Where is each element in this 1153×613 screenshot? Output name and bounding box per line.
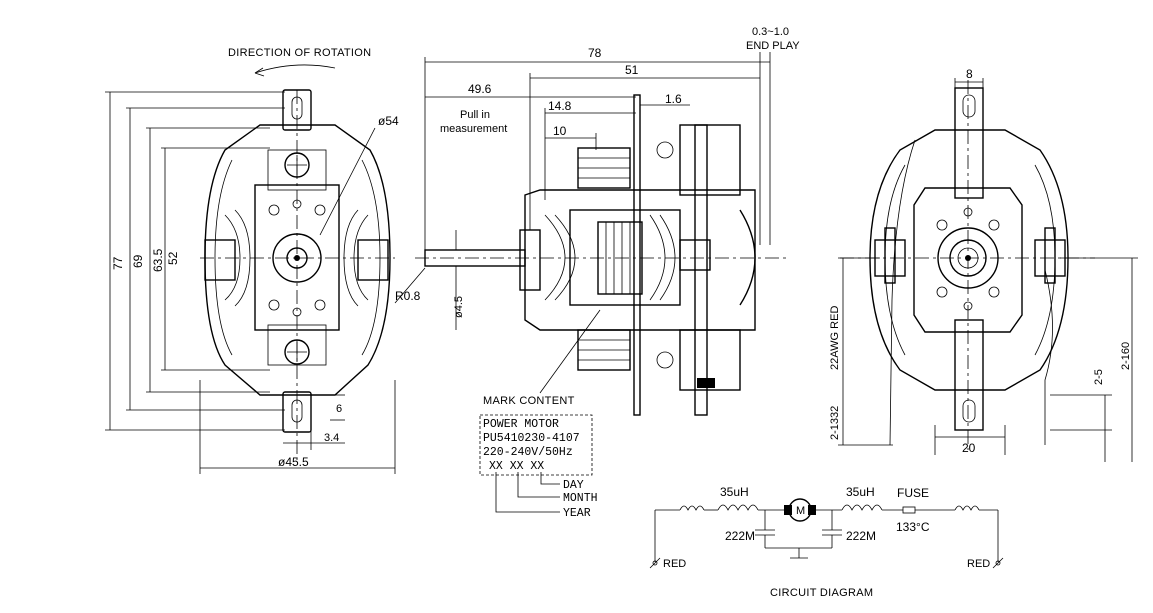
lead-left-label: RED: [663, 558, 686, 570]
inductor-left-label: 35uH: [720, 485, 749, 499]
mark-year: YEAR: [563, 507, 591, 520]
circuit-title: CIRCUIT DIAGRAM: [770, 587, 873, 599]
dim-height-69: 69: [131, 254, 145, 268]
rotation-label: DIRECTION OF ROTATION: [228, 47, 371, 59]
side-housing: [524, 189, 756, 331]
dim-length-14-8: 14.8: [548, 99, 572, 113]
side-view: ø4.5 78 51: [415, 26, 800, 520]
fuse-temp: 133°C: [896, 520, 930, 534]
circuit-diagram: 35uH M 35uH FUSE 133°C 222M 222M RED: [649, 485, 1004, 599]
mark-line1: POWER MOTOR: [483, 418, 559, 431]
dim-height-77: 77: [111, 256, 125, 270]
wire-length: 2-1332: [829, 406, 841, 440]
end-play-label: END PLAY: [746, 40, 800, 52]
lead-right-label: RED: [967, 558, 990, 570]
dim-bottom-width: ø45.5: [278, 455, 309, 469]
dim-height-63-5: 63.5: [151, 248, 165, 272]
dim-offset-3-4: 3.4: [324, 432, 339, 444]
mark-line2: PU5410230-4107: [483, 432, 580, 445]
strip-short: 2-5: [1093, 369, 1105, 385]
mark-box: [479, 414, 593, 476]
front-view: DIRECTION OF ROTATION: [105, 47, 426, 474]
dim-height-52: 52: [166, 251, 180, 265]
mark-day: DAY: [563, 479, 584, 492]
dim-length-51: 51: [625, 63, 639, 77]
rotation-arrow: [254, 64, 336, 74]
dim-length-10: 10: [553, 124, 567, 138]
pull-label-line2: measurement: [440, 123, 507, 135]
dim-length-78: 78: [588, 46, 602, 60]
dim-rear-top: 8: [966, 67, 973, 81]
motor-housing: [204, 124, 391, 396]
rear-view: 8 20 2-1332 22AWG RED 2-5 2-160: [829, 67, 1138, 462]
dim-rear-bottom: 20: [962, 441, 976, 455]
mark-line3: 220-240V/50Hz: [483, 446, 573, 459]
dim-length-49-6: 49.6: [468, 82, 492, 96]
front-bracket: [254, 184, 340, 331]
cap-left-label: 222M: [725, 529, 755, 543]
dim-radius: R0.8: [395, 289, 421, 303]
mark-heading: MARK CONTENT: [483, 395, 575, 407]
dim-end-play: 0.3~1.0: [752, 26, 789, 38]
mark-month: MONTH: [563, 492, 598, 505]
strip-long: 2-160: [1120, 342, 1132, 370]
dim-length-1-6: 1.6: [665, 92, 682, 106]
rear-housing: [869, 129, 1069, 391]
inductor-right-label: 35uH: [846, 485, 875, 499]
dim-diameter-54: ø54: [378, 114, 399, 128]
dim-offset-6: 6: [336, 403, 342, 415]
rear-plate: [913, 187, 1023, 333]
dim-shaft-dia: ø4.5: [453, 296, 465, 318]
flange-plate: [633, 94, 641, 416]
cap-right-label: 222M: [846, 529, 876, 543]
fuse-label: FUSE: [897, 486, 929, 500]
motor-label: M: [796, 505, 805, 517]
mark-line4: XX XX XX: [489, 460, 544, 473]
wire-label: 22AWG RED: [829, 306, 841, 370]
pull-label-line1: Pull in: [460, 109, 490, 121]
